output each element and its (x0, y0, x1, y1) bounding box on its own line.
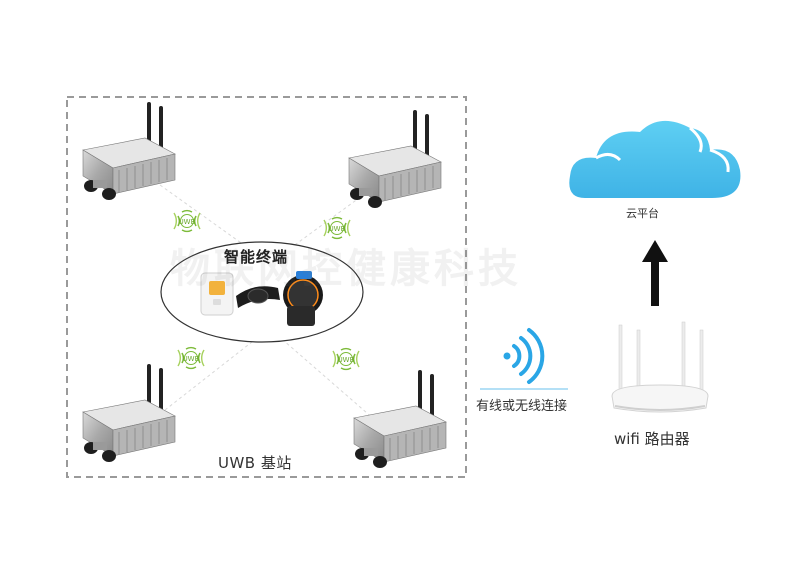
cloud-platform-label: 云平台 (626, 207, 659, 220)
uwb-badge-text-4: UWB (338, 356, 355, 364)
uwb-badge-text-3: UWB (183, 355, 200, 363)
terminal-label: 智能终端 (224, 248, 289, 266)
router-label: wifi 路由器 (614, 430, 690, 448)
watermark-text: 物联网控健康科技 (170, 246, 522, 292)
uwb-station-label: UWB 基站 (218, 454, 292, 472)
uwb-badge-text-1: UWB (179, 218, 196, 226)
badge-device-icon (200, 272, 234, 316)
cloud-icon (569, 120, 741, 198)
router-icon (611, 321, 709, 413)
uwb-badge-text-2: UWB (329, 225, 346, 233)
arrow-up-icon (642, 240, 668, 306)
chest-strap-icon (236, 286, 280, 308)
connection-label: 有线或无线连接 (476, 399, 568, 414)
wifi-signal-icon (503, 328, 545, 384)
smartwatch-icon (283, 271, 323, 326)
uwb-area-frame (66, 96, 467, 478)
